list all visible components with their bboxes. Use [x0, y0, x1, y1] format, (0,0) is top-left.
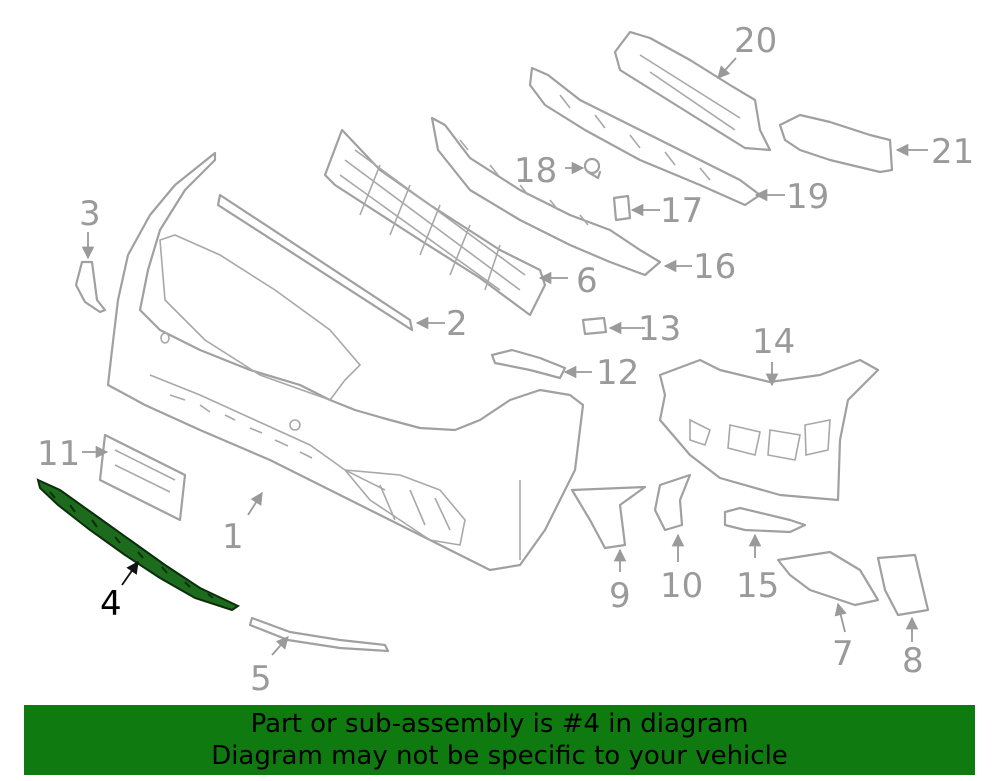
clip-part-17 [612, 194, 632, 222]
bracket-part-10 [653, 473, 692, 532]
bracket-part-8 [876, 553, 930, 617]
bolt-part-18 [583, 157, 602, 180]
grille-part [323, 128, 547, 317]
callout-5: 5 [250, 659, 272, 699]
callout-labels: 1 2 3 4 5 6 7 8 9 10 11 12 13 14 15 16 1… [37, 21, 974, 699]
callout-1: 1 [222, 517, 244, 557]
callout-19: 19 [786, 177, 829, 217]
parts-diagram: 1 2 3 4 5 6 7 8 9 10 11 12 13 14 15 16 1… [36, 21, 974, 699]
callout-3: 3 [79, 194, 101, 234]
callout-8: 8 [902, 641, 924, 681]
bracket-part-21 [778, 113, 894, 174]
banner-line-1: Part or sub-assembly is #4 in diagram [250, 709, 749, 739]
clip-part-12 [490, 348, 567, 380]
bracket-part [74, 260, 107, 314]
lower-trim-part [248, 616, 390, 653]
carrier-part-14 [658, 358, 880, 502]
callout-12: 12 [596, 353, 639, 393]
callout-16: 16 [693, 247, 736, 287]
callout-18: 18 [514, 151, 557, 191]
bracket-part-15 [723, 506, 807, 534]
upper-bracket-part-20 [613, 30, 772, 152]
callout-14: 14 [752, 322, 795, 362]
leader-lines [81, 57, 928, 656]
callout-6: 6 [576, 261, 598, 301]
clip-part-13 [581, 316, 608, 336]
callout-7: 7 [832, 634, 854, 674]
callout-10: 10 [660, 566, 703, 606]
deflector-part-9 [570, 485, 647, 550]
bumper-cover-part [106, 151, 585, 572]
callout-9: 9 [609, 576, 631, 616]
callout-20: 20 [734, 21, 777, 61]
trim-strip-part [216, 193, 414, 332]
info-banner: Part or sub-assembly is #4 in diagram Di… [24, 705, 975, 775]
callout-17: 17 [660, 191, 703, 231]
license-bracket-part [98, 433, 187, 522]
callout-4-highlighted: 4 [100, 584, 122, 624]
banner-line-2: Diagram may not be specific to your vehi… [211, 741, 788, 771]
callout-21: 21 [931, 132, 974, 172]
callout-13: 13 [638, 309, 681, 349]
air-duct-part-7 [776, 550, 880, 607]
callout-2: 2 [446, 304, 468, 344]
absorber-part-16 [430, 116, 662, 277]
highlighted-part-4 [36, 478, 241, 612]
callout-15: 15 [736, 566, 779, 606]
reinforcement-part-19 [528, 66, 762, 207]
callout-11: 11 [37, 434, 80, 474]
